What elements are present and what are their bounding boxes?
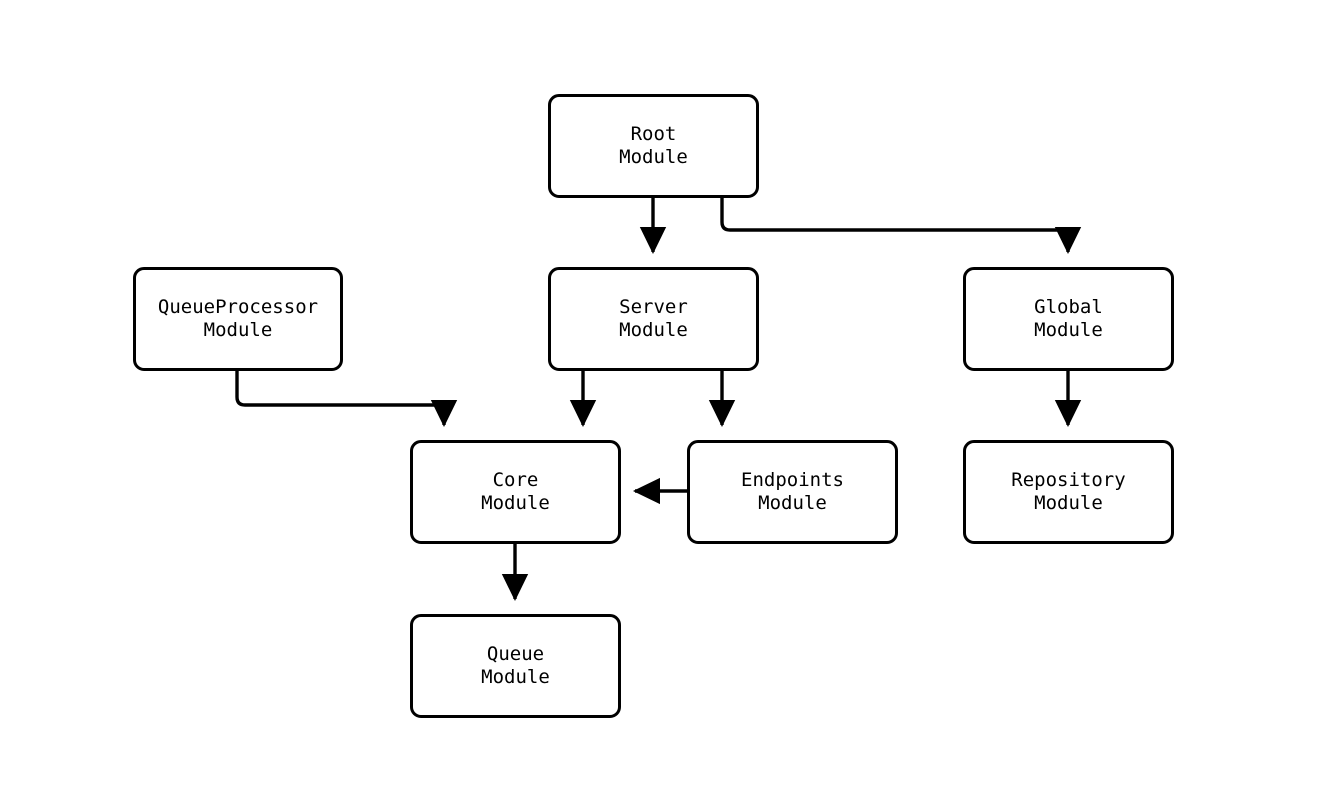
node-root-module-line1: Root	[630, 123, 677, 145]
node-server-module-line2: Module	[619, 319, 688, 341]
node-endpoints-module-line2: Module	[758, 492, 827, 514]
node-core-module-line1: Core	[492, 469, 539, 491]
node-core-module-line2: Module	[481, 492, 550, 514]
node-queueprocessor-module-line2: Module	[203, 319, 273, 341]
node-endpoints-module-line1: Endpoints	[741, 469, 844, 491]
node-server-module-line1: Server	[619, 296, 688, 318]
node-queue-module[interactable]: Queue Module	[410, 614, 621, 718]
node-global-module-line2: Module	[1034, 319, 1103, 341]
node-repository-module[interactable]: Repository Module	[963, 440, 1174, 544]
edge-queueprocessor-core	[235, 371, 458, 428]
node-queueprocessor-module-line1: QueueProcessor	[157, 296, 319, 318]
node-repository-module-line2: Module	[1034, 492, 1103, 514]
node-endpoints-module[interactable]: Endpoints Module	[687, 440, 898, 544]
node-root-module-line2: Module	[619, 146, 688, 168]
node-repository-module-line1: Repository	[1011, 469, 1126, 491]
node-queue-module-line2: Module	[481, 666, 550, 688]
node-server-module[interactable]: Server Module	[548, 267, 759, 371]
node-global-module[interactable]: Global Module	[963, 267, 1174, 371]
node-queueprocessor-module[interactable]: QueueProcessor Module	[133, 267, 343, 371]
edge-root-global	[720, 198, 1082, 255]
node-core-module[interactable]: Core Module	[410, 440, 621, 544]
node-global-module-line1: Global	[1034, 296, 1103, 318]
node-queue-module-line1: Queue	[486, 643, 545, 665]
node-root-module[interactable]: Root Module	[548, 94, 759, 198]
